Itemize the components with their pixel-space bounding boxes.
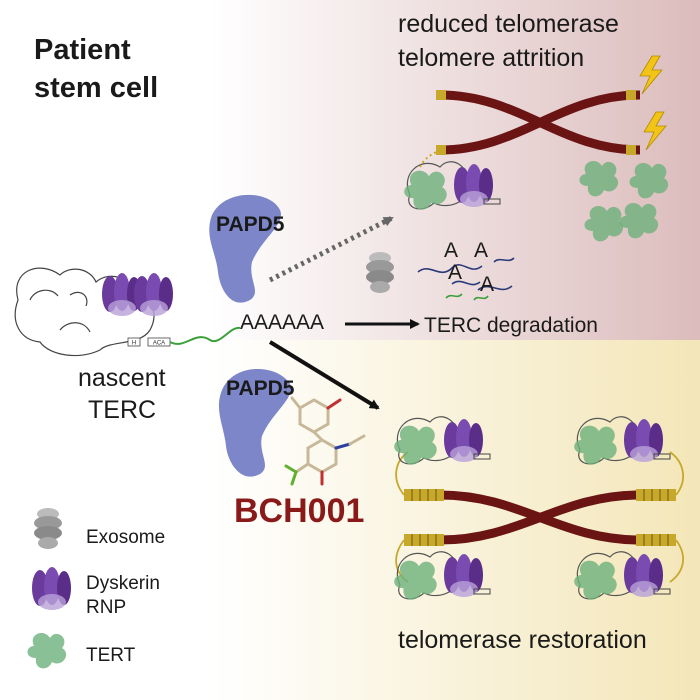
aca-box-label: ACA <box>153 341 165 347</box>
h-box-label: H <box>132 341 136 347</box>
chromosome-short-telomeres <box>436 90 641 155</box>
telomere-attrition-label: telomere attrition <box>398 44 585 72</box>
bch001-label: BCH001 <box>234 492 365 530</box>
polya-letter: A <box>480 273 495 296</box>
papd5-enzyme-bottom <box>218 368 291 477</box>
papd5-label-top: PAPD5 <box>216 213 285 236</box>
nascent-label: nascent <box>78 364 166 392</box>
title-line2: stem cell <box>34 72 159 104</box>
legend-tert-label: TERT <box>86 645 136 666</box>
polya-letter: A <box>474 239 489 262</box>
bottom-background <box>0 340 700 700</box>
chromosome-restored-telomeres <box>395 451 684 583</box>
reduced-telomerase-label: reduced telomerase <box>398 10 619 38</box>
legend-exosome-label: Exosome <box>86 527 166 548</box>
exosome-icon <box>34 508 62 549</box>
telomerase-restoration-label: telomerase restoration <box>398 626 647 654</box>
polya-letter: A <box>444 239 459 262</box>
papd5-enzyme-top <box>209 194 281 303</box>
degraded-rna-fragments <box>417 257 515 301</box>
arrow-to-restoration <box>268 340 380 410</box>
lightning-icon <box>639 55 663 95</box>
papd5-label-bottom: PAPD5 <box>226 377 295 400</box>
dyskerin-rnp-icon <box>32 567 71 610</box>
polya-tail-label: AAAAAA <box>240 311 325 334</box>
lightning-icon <box>643 111 667 151</box>
terc-tail-line <box>169 326 241 345</box>
h-box <box>127 337 141 347</box>
bch001-molecule <box>284 396 366 486</box>
arrow-to-reduced-telomerase <box>268 215 394 283</box>
legend-rnp-label: RNP <box>86 597 127 618</box>
polya-letter: A <box>448 261 463 284</box>
telomerase-complex-top <box>404 149 500 210</box>
exosome-middle <box>366 252 394 293</box>
title-line1: Patient <box>34 34 131 66</box>
terc-label: TERC <box>88 396 157 424</box>
legend-dyskerin-label: Dyskerin <box>86 573 160 594</box>
terc-degradation-label: TERC degradation <box>424 314 598 337</box>
